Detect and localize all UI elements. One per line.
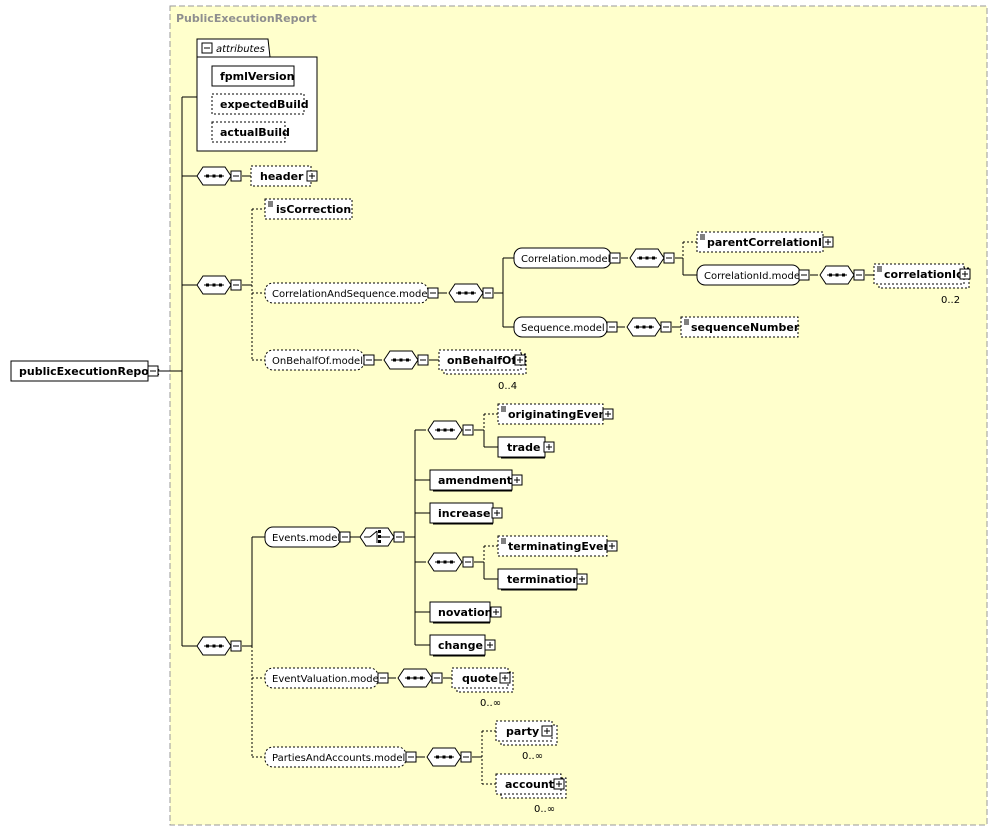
element-account[interactable]: account 0..∞ <box>495 773 567 815</box>
attribute-actualbuild[interactable]: actualBuild <box>211 121 290 143</box>
svg-text:0..∞: 0..∞ <box>534 804 555 815</box>
element-header[interactable]: header <box>250 165 318 187</box>
svg-text:correlationId: correlationId <box>884 268 964 281</box>
expand-icon <box>959 268 971 280</box>
element-amendment[interactable]: amendment <box>429 469 523 492</box>
sequence-compositor <box>427 552 474 572</box>
expand-icon <box>553 778 565 790</box>
svg-text:Events.model: Events.model <box>272 533 340 544</box>
sequence-compositor <box>383 350 429 370</box>
expand-icon <box>822 236 834 248</box>
svg-text:change: change <box>438 639 483 652</box>
group-events-model[interactable]: Events.model <box>264 526 351 548</box>
svg-text:parentCorrelationId: parentCorrelationId <box>707 236 830 249</box>
group-title: PublicExecutionReport <box>176 12 317 25</box>
svg-text:quote: quote <box>462 672 498 685</box>
svg-text:publicExecutionReport: publicExecutionReport <box>19 365 160 378</box>
svg-text:terminatingEvent: terminatingEvent <box>508 540 617 553</box>
expand-icon <box>606 540 618 552</box>
sequence-compositor <box>448 283 494 303</box>
svg-text:Correlation.model: Correlation.model <box>521 254 610 265</box>
group-partiesandaccounts-model[interactable]: PartiesAndAccounts.model <box>264 746 417 768</box>
group-onbehalfof-model[interactable]: OnBehalfOf.model <box>264 349 375 371</box>
svg-text:0..2: 0..2 <box>941 295 960 306</box>
svg-text:account: account <box>505 778 554 791</box>
svg-text:novation: novation <box>438 606 492 619</box>
svg-text:CorrelationAndSequence.model: CorrelationAndSequence.model <box>272 289 430 300</box>
element-iscorrection[interactable]: isCorrection <box>264 198 353 220</box>
attribute-expectedbuild[interactable]: expectedBuild <box>211 93 309 115</box>
expand-icon <box>602 408 614 420</box>
sequence-compositor <box>629 248 675 268</box>
svg-text:0..∞: 0..∞ <box>522 751 543 762</box>
collapse-icon[interactable] <box>201 42 213 54</box>
group-correlationandsequence-model[interactable]: CorrelationAndSequence.model <box>264 282 439 304</box>
svg-text:isCorrection: isCorrection <box>276 203 351 216</box>
svg-text:party: party <box>506 725 539 738</box>
svg-text:0..∞: 0..∞ <box>480 698 501 709</box>
sequence-compositor <box>426 747 472 767</box>
element-novation[interactable]: novation <box>429 601 502 624</box>
attribute-fpmlversion[interactable]: fpmlVersion <box>211 65 295 87</box>
svg-text:header: header <box>260 170 304 183</box>
svg-text:expectedBuild: expectedBuild <box>220 98 309 111</box>
svg-text:CorrelationId.model: CorrelationId.model <box>704 271 803 282</box>
element-party[interactable]: party 0..∞ <box>495 720 558 762</box>
expand-icon <box>511 474 523 486</box>
element-originatingevent[interactable]: originatingEvent <box>497 403 614 425</box>
svg-text:actualBuild: actualBuild <box>220 126 290 139</box>
root-element[interactable]: publicExecutionReport <box>10 360 160 382</box>
collapse-icon[interactable] <box>147 365 159 377</box>
svg-text:Sequence.model: Sequence.model <box>521 323 605 334</box>
element-terminatingevent[interactable]: terminatingEvent <box>497 535 618 557</box>
element-change[interactable]: change <box>429 634 496 657</box>
expand-icon <box>541 725 553 737</box>
group-correlation-model[interactable]: Correlation.model <box>513 247 621 269</box>
svg-text:originatingEvent: originatingEvent <box>508 408 612 421</box>
element-onbehalfof[interactable]: onBehalfOf 0..4 <box>438 349 527 392</box>
svg-text:PartiesAndAccounts.model: PartiesAndAccounts.model <box>272 753 405 764</box>
sequence-compositor <box>626 317 672 337</box>
element-sequencenumber[interactable]: sequenceNumber <box>680 316 800 338</box>
svg-text:increase: increase <box>438 507 490 520</box>
element-parentcorrelationid[interactable]: parentCorrelationId <box>696 231 834 253</box>
sequence-compositor <box>196 636 242 656</box>
svg-text:EventValuation.model: EventValuation.model <box>272 674 382 685</box>
group-sequence-model[interactable]: Sequence.model <box>513 316 618 338</box>
svg-text:onBehalfOf: onBehalfOf <box>447 354 516 367</box>
attributes-group: attributes fpmlVersion expectedBuild act… <box>196 38 318 152</box>
sequence-compositor <box>196 275 242 295</box>
sequence-compositor <box>397 668 443 688</box>
svg-text:termination: termination <box>507 573 580 586</box>
svg-text:amendment: amendment <box>438 474 512 487</box>
group-eventvaluation-model[interactable]: EventValuation.model <box>264 667 389 689</box>
svg-text:trade: trade <box>507 441 540 454</box>
element-increase[interactable]: increase <box>429 502 503 525</box>
svg-text:attributes: attributes <box>216 44 265 55</box>
expand-icon <box>490 606 502 618</box>
svg-text:0..4: 0..4 <box>498 381 517 392</box>
choice-compositor <box>359 527 405 547</box>
element-trade[interactable]: trade <box>497 436 555 459</box>
expand-icon <box>514 354 526 366</box>
sequence-compositor <box>196 166 242 186</box>
group-correlationid-model[interactable]: CorrelationId.model <box>696 264 810 286</box>
element-termination[interactable]: termination <box>497 568 588 591</box>
expand-icon <box>576 573 588 585</box>
expand-icon <box>499 672 511 684</box>
expand-icon <box>306 170 318 182</box>
sequence-compositor <box>427 420 474 440</box>
expand-icon <box>543 441 555 453</box>
sequence-compositor <box>819 265 865 285</box>
element-correlationid[interactable]: correlationId 0..2 <box>873 263 971 306</box>
element-quote[interactable]: quote 0..∞ <box>451 667 514 709</box>
svg-text:sequenceNumber: sequenceNumber <box>691 321 800 334</box>
expand-icon <box>491 507 503 519</box>
expand-icon <box>484 639 496 651</box>
svg-text:fpmlVersion: fpmlVersion <box>220 70 294 83</box>
svg-text:OnBehalfOf.model: OnBehalfOf.model <box>272 356 363 367</box>
